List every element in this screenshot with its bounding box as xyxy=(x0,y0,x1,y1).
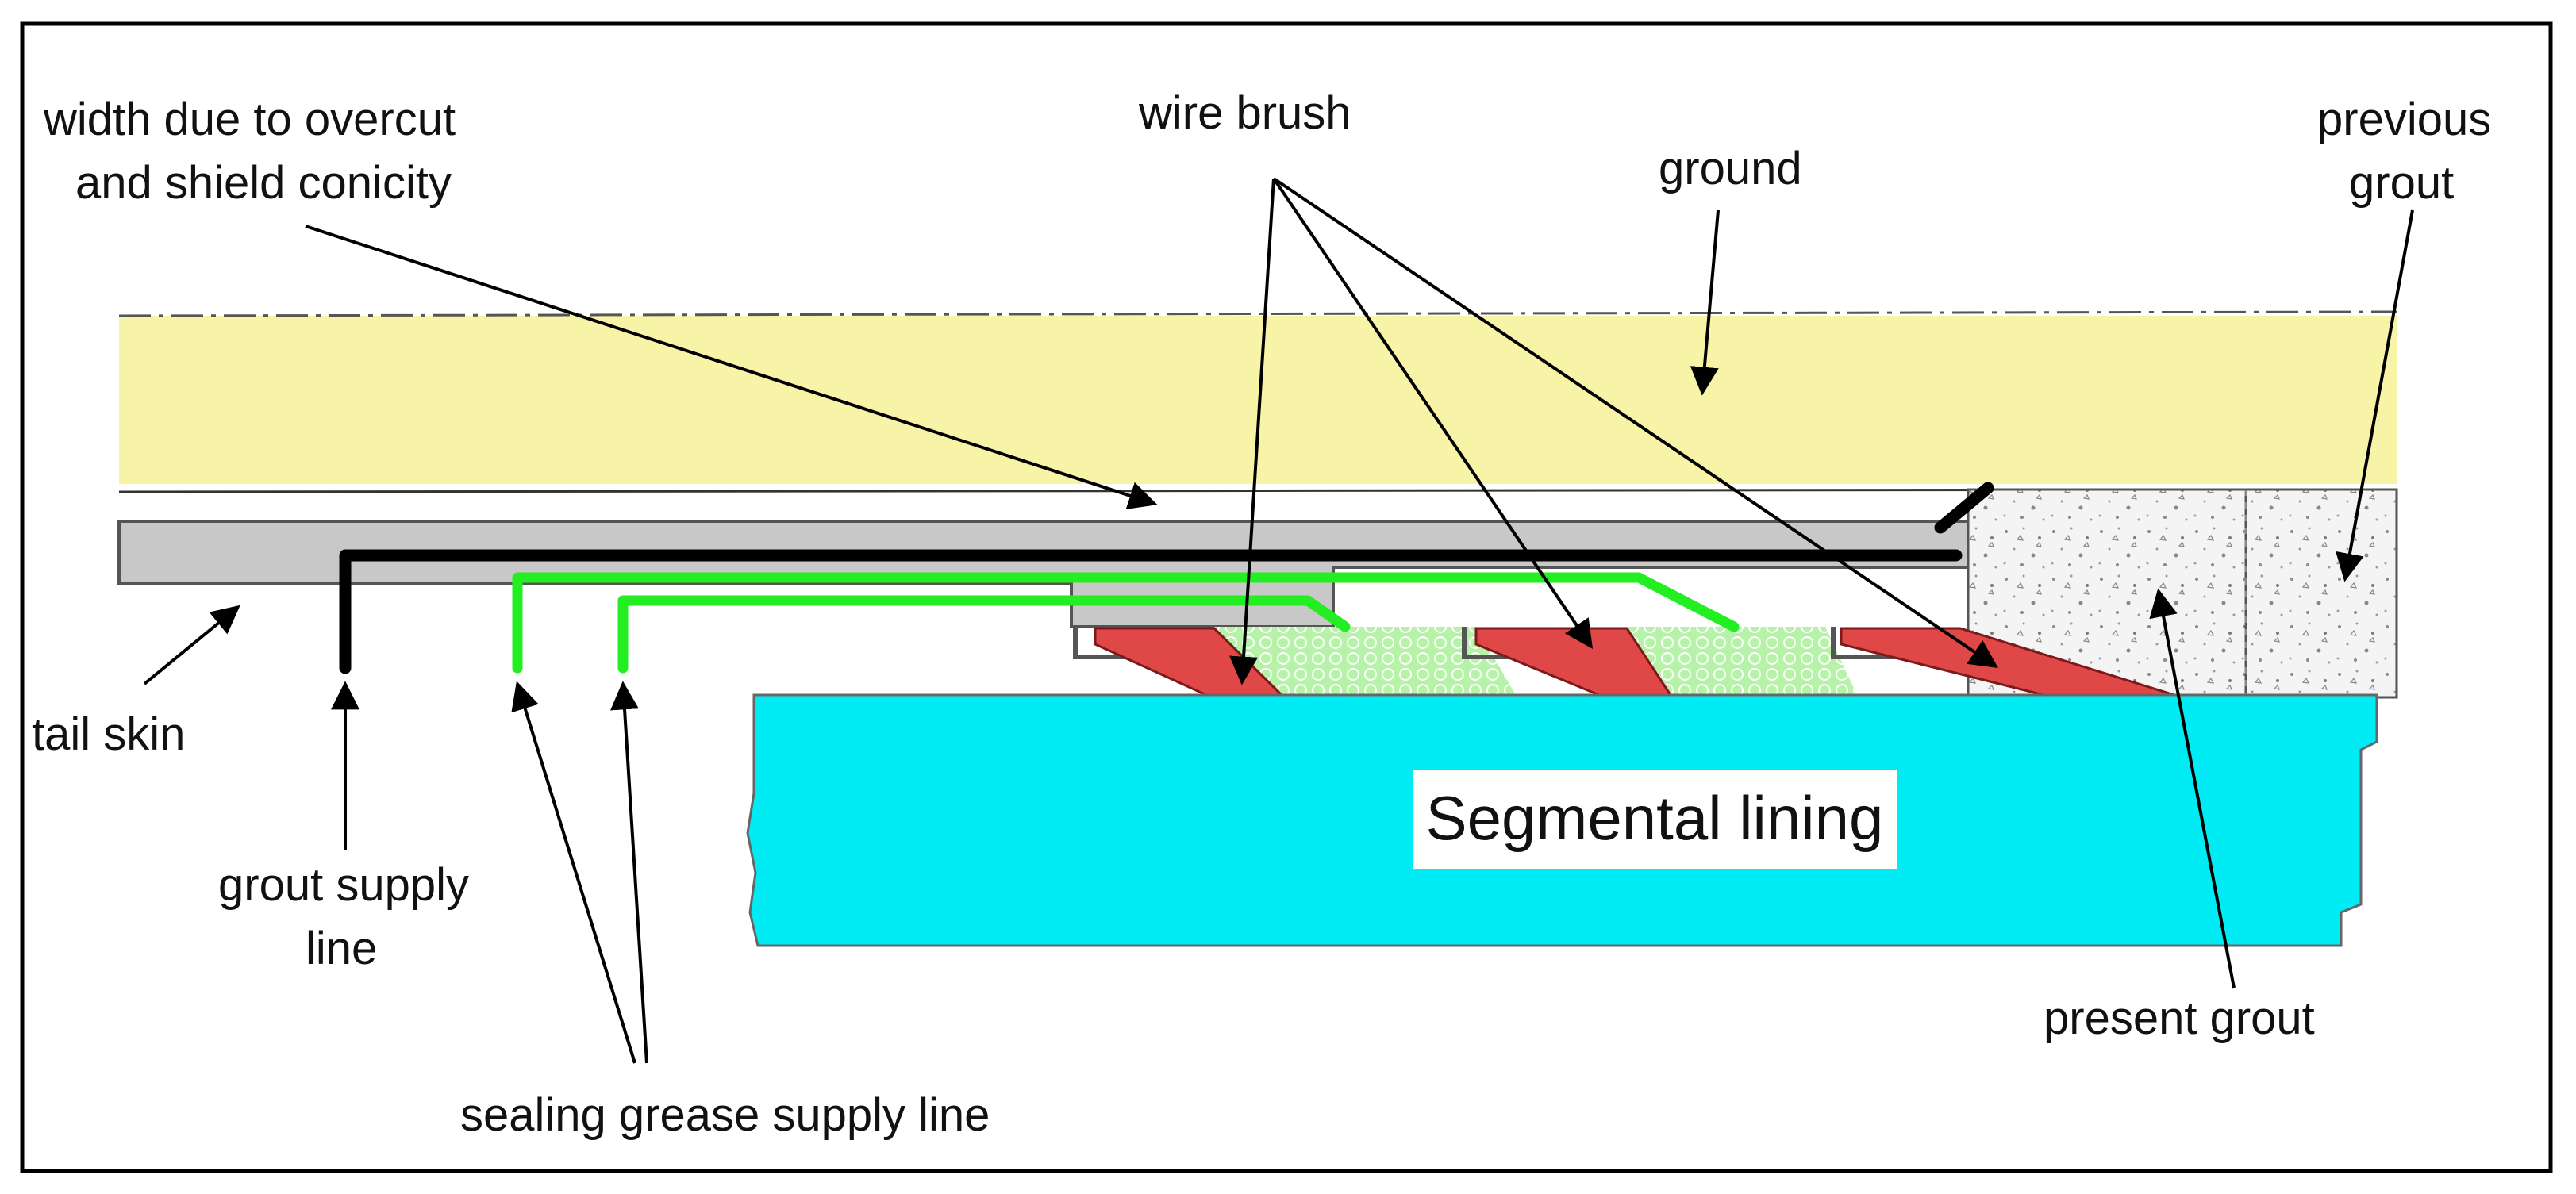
previous-grout-block xyxy=(2244,488,2398,699)
label-present-grout: present grout xyxy=(2043,992,2315,1044)
arrow-grease-1 xyxy=(511,681,636,1064)
label-tail-skin: tail skin xyxy=(32,708,185,760)
arrow-wire-brush-3 xyxy=(1272,177,1998,669)
label-width-line2: and shield conicity xyxy=(75,157,452,209)
arrow-tail-skin xyxy=(143,605,240,685)
sealing-grease-chamber xyxy=(1214,627,1516,695)
arrow-ground xyxy=(1690,209,1720,396)
arrow-wire-brush-1 xyxy=(1229,178,1275,685)
label-wire-brush: wire brush xyxy=(1138,87,1351,139)
sealing-grease-chamber xyxy=(1627,627,1857,695)
label-previous-line1: previous xyxy=(2317,94,2491,145)
arrow-wire-brush-2 xyxy=(1272,177,1594,649)
label-grout-supply-line1: grout supply xyxy=(218,859,469,911)
label-width-line1: width due to overcut xyxy=(43,94,456,145)
arrow-present-grout xyxy=(2149,588,2236,989)
figure-frame xyxy=(20,21,2553,1173)
label-ground: ground xyxy=(1659,143,1802,194)
label-grout-supply-line2: line xyxy=(306,923,377,974)
grease-supply-line-2 xyxy=(617,595,1351,674)
arrow-grease-2 xyxy=(610,681,648,1064)
grout-supply-line xyxy=(339,549,1963,674)
ground-top-dashline xyxy=(118,310,2397,317)
segmental-lining-label: Segmental lining xyxy=(1426,783,1884,853)
label-sealing-grease: sealing grease supply line xyxy=(460,1089,990,1141)
label-previous-line2: grout xyxy=(2349,157,2454,209)
segmental-lining-label-box xyxy=(1413,770,1897,869)
arrow-previous-grout xyxy=(2336,209,2414,582)
grease-supply-line-1 xyxy=(512,572,1740,674)
grout-outlet xyxy=(1934,482,1994,534)
ground-layer xyxy=(119,316,2397,484)
arrow-width xyxy=(305,225,1158,510)
